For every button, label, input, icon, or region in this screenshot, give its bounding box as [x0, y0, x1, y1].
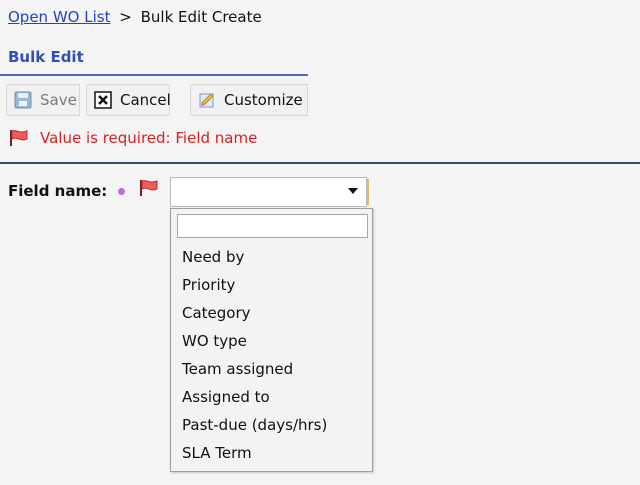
save-icon	[13, 90, 33, 110]
red-flag-icon	[8, 128, 30, 148]
field-error-flag-icon	[138, 178, 160, 198]
cancel-button-label: Cancel	[120, 91, 171, 109]
validation-error-message: Value is required: Field name	[40, 129, 258, 147]
customize-button-label: Customize	[224, 91, 303, 109]
validation-error: Value is required: Field name	[8, 128, 257, 148]
field-name-select[interactable]	[170, 177, 367, 207]
field-name-dropdown: Need by Priority Category WO type Team a…	[170, 208, 373, 472]
field-name-label: Field name:	[8, 182, 108, 200]
dropdown-option-priority[interactable]: Priority	[182, 276, 236, 294]
section-divider	[0, 162, 640, 164]
dropdown-option-need-by[interactable]: Need by	[182, 248, 245, 266]
dropdown-option-assigned-to[interactable]: Assigned to	[182, 388, 270, 406]
save-button[interactable]: Save	[6, 84, 80, 116]
section-title: Bulk Edit	[8, 48, 84, 66]
cancel-icon	[93, 90, 113, 110]
dropdown-search-input[interactable]	[177, 214, 368, 238]
dropdown-option-team-assigned[interactable]: Team assigned	[182, 360, 294, 378]
dropdown-option-wo-type[interactable]: WO type	[182, 332, 247, 350]
section-title-underline	[0, 74, 308, 76]
edit-note-icon	[197, 90, 217, 110]
breadcrumb-current: Bulk Edit Create	[140, 8, 262, 26]
select-focus-edge	[367, 179, 369, 205]
breadcrumb-open-wo-list-link[interactable]: Open WO List	[8, 8, 111, 26]
dropdown-option-past-due[interactable]: Past-due (days/hrs)	[182, 416, 328, 434]
chevron-down-icon	[348, 188, 358, 194]
breadcrumb-separator: >	[119, 8, 132, 26]
save-button-label: Save	[40, 91, 77, 109]
dropdown-option-category[interactable]: Category	[182, 304, 251, 322]
breadcrumb: Open WO List > Bulk Edit Create	[8, 8, 262, 26]
dropdown-options: Need by Priority Category WO type Team a…	[171, 243, 372, 467]
required-indicator-dot	[118, 188, 125, 195]
cancel-button[interactable]: Cancel	[86, 84, 171, 116]
customize-button[interactable]: Customize	[190, 84, 308, 116]
dropdown-option-sla-term[interactable]: SLA Term	[182, 444, 252, 462]
